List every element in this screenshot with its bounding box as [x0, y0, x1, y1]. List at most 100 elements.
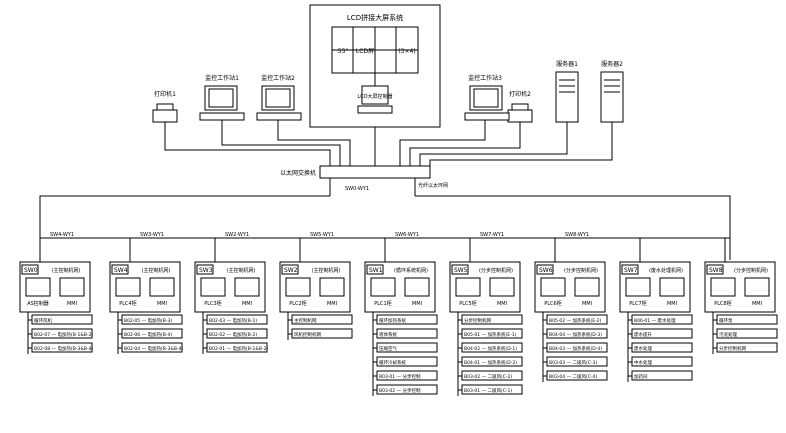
- lcd-title: LCD拼接大屏系统: [347, 13, 403, 22]
- link-label: SW7-WY1: [480, 232, 504, 238]
- station-title: (分步控制机网): [479, 267, 513, 274]
- printer-1: 打印机1: [152, 90, 178, 123]
- station-title: (主控制机网): [142, 267, 171, 274]
- station-item: 加药间: [634, 373, 648, 380]
- station-item: 分步控制机网: [719, 345, 746, 352]
- device-uplinks: [164, 120, 613, 166]
- svg-text:服务器2: 服务器2: [601, 60, 623, 68]
- station-sw-label: SW7: [624, 267, 638, 274]
- lcd-screen-size: 55": [338, 48, 349, 55]
- station-item: B02-05 — 电加热(B-3): [124, 317, 172, 324]
- station-item: B04-03 — 加热系统(D-4): [549, 345, 602, 352]
- printer-2: 打印机2: [507, 90, 533, 123]
- station-mmi: MMI: [667, 301, 677, 307]
- svg-text:监控工作站3: 监控工作站3: [468, 74, 502, 82]
- station-item: B02-02 — 电加热(B-2): [209, 331, 257, 338]
- ethernet-switch: 以太网交换机 光纤以太环网 SW0-WY1: [280, 165, 448, 196]
- link-label: SW3-WY1: [140, 232, 164, 238]
- svg-text:打印机2: 打印机2: [509, 90, 531, 98]
- station-sw-label: SW3: [199, 267, 213, 274]
- station-item: B03-01 — 二级风(C-1): [464, 387, 512, 394]
- station-item: 循环加热系统: [379, 317, 406, 324]
- station-title: (循环系统机网): [394, 267, 428, 274]
- link-label: SW6-WY1: [395, 232, 419, 238]
- link-label: SW8-WY1: [565, 232, 589, 238]
- station-sw-label: SW0: [24, 267, 38, 274]
- station-mmi: MMI: [157, 301, 167, 307]
- station-item: B02-07 — 电加热(B-1&B-2): [34, 331, 93, 338]
- workstation-1: 监控工作站1: [199, 74, 245, 121]
- svg-text:监控工作站2: 监控工作站2: [261, 74, 295, 82]
- station-item: B03-02 — 分步控制: [379, 387, 421, 394]
- station-sw-label: SW4: [114, 267, 128, 274]
- station-plc: PLC6柜: [544, 300, 561, 307]
- station-title: (分步控制机网): [564, 267, 598, 274]
- station-sw-label: SW2: [284, 267, 298, 274]
- station-mmi: MMI: [242, 301, 252, 307]
- station-item: 风机控制机网: [294, 331, 321, 338]
- link-label: SW5-WY1: [310, 232, 334, 238]
- station-item: 污泥处理: [719, 331, 737, 338]
- station-mmi: MMI: [67, 301, 77, 307]
- ring-label: 光纤以太环网: [418, 182, 448, 189]
- station-plc: PLC2柜: [289, 300, 306, 307]
- station-item: B03-03 — 二级风(C-3): [549, 359, 597, 366]
- station-title: (分步控制机网): [734, 267, 768, 274]
- station-item: B02-08 — 电加热(B-3&B-4): [34, 345, 93, 352]
- station-mmi: MMI: [497, 301, 507, 307]
- station-item: 循环冷却系统: [379, 359, 406, 366]
- station-sw-label: SW5: [454, 267, 468, 274]
- station-mmi: MMI: [752, 301, 762, 307]
- station-item: B04-04 — 加热系统(D-3): [549, 331, 602, 338]
- station-item: B05-02 — 加热系统(E-2): [549, 317, 602, 324]
- lcd-screen-name: LCD屏: [356, 48, 374, 55]
- station-sw-label: SW6: [539, 267, 553, 274]
- station-item: 液体系统: [379, 331, 397, 338]
- station-plc: PLC1柜: [374, 300, 391, 307]
- svg-text:服务器1: 服务器1: [556, 60, 578, 68]
- station-mmi: MMI: [582, 301, 592, 307]
- station-item: B03-04 — 二级风(C-4): [549, 373, 597, 380]
- workstation-2: 监控工作站2: [256, 74, 302, 121]
- station-item: 分步控制机网: [464, 317, 491, 324]
- station-title: (主控制机网): [312, 267, 341, 274]
- server-2: 服务器2: [600, 60, 624, 123]
- station-mmi: MMI: [412, 301, 422, 307]
- station-item: B02-01 — 电加热(B-1&B-2): [209, 345, 268, 352]
- station-title: (主控制机网): [227, 267, 256, 274]
- station-plc: PLC5柜: [459, 300, 476, 307]
- station-item: 中水处理: [634, 359, 652, 366]
- station-item: B02-06 — 电加热(B-4): [124, 331, 172, 338]
- link-label: SW2-WY1: [225, 232, 249, 238]
- switch-label: 以太网交换机: [280, 169, 316, 177]
- lcd-screen-grid: (3×4): [398, 48, 415, 55]
- sw0-label: SW0-WY1: [345, 186, 369, 192]
- server-1: 服务器1: [555, 60, 579, 123]
- lcd-system: LCD拼接大屏系统 55" LCD屏 (3×4) LCD大屏控制器: [309, 4, 441, 128]
- station-plc: PLC4柜: [119, 300, 136, 307]
- workstation-3: 监控工作站3: [464, 74, 510, 121]
- station-item: B06-01 — 废水处理: [634, 317, 676, 324]
- station-item: 主控制机网: [294, 317, 317, 324]
- station-plc: AS控制器: [27, 300, 49, 307]
- station-item: B04-02 — 加热系统(D-1): [464, 345, 517, 352]
- station-item: 废水提升: [634, 331, 652, 338]
- station-plc: PLC7柜: [629, 300, 646, 307]
- station-item: B02-03 — 电加热(B-1): [209, 317, 257, 324]
- station-sw-label: SW1: [369, 267, 383, 274]
- station-item: 循环风机: [34, 317, 52, 324]
- station-item: B04-01 — 加热系统(D-2): [464, 359, 517, 366]
- link-label: SW4-WY1: [50, 232, 74, 238]
- station-sw-label: SW8: [709, 267, 723, 274]
- station-plc: PLC8柜: [714, 300, 731, 307]
- station-item: B03-02 — 二级风(C-2): [464, 373, 512, 380]
